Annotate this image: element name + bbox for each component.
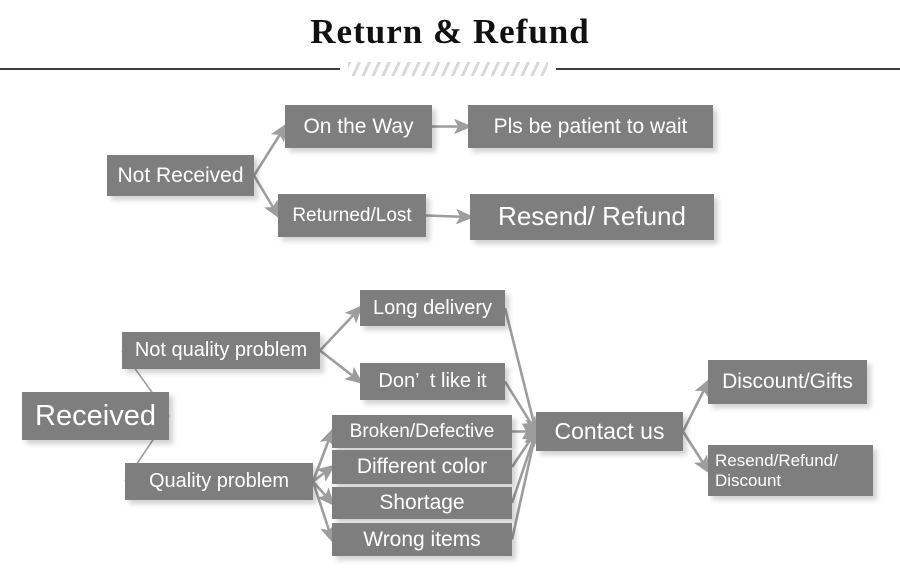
node-quality: Quality problem xyxy=(125,463,313,500)
node-diff_color: Different color xyxy=(332,450,512,484)
node-long_delivery: Long delivery xyxy=(360,290,505,326)
page-title: Return & Refund xyxy=(310,12,590,51)
node-not_quality: Not quality problem xyxy=(122,332,320,369)
node-resend_discount: Resend/Refund/ Discount xyxy=(708,445,873,496)
edge-shortage-to-contact_us xyxy=(510,427,539,504)
node-returned_lost: Returned/Lost xyxy=(278,194,426,237)
node-contact_us: Contact us xyxy=(536,412,683,451)
edge-quality-to-wrong_items xyxy=(311,481,336,544)
node-on_the_way: On the Way xyxy=(285,105,432,148)
node-received: Received xyxy=(22,392,169,440)
edge-long_delivery-to-contact_us xyxy=(503,307,541,436)
edge-quality-to-broken xyxy=(311,427,335,482)
edge-contact_us-to-resend_discount xyxy=(681,430,711,475)
edge-not_quality-to-dont_like xyxy=(319,349,364,385)
edge-returned_lost-to-resend_refund xyxy=(425,208,475,225)
edge-wrong_items-to-contact_us xyxy=(510,427,541,540)
node-pls_wait: Pls be patient to wait xyxy=(468,105,713,148)
node-not_received: Not Received xyxy=(107,155,254,196)
edge-not_received-to-returned_lost xyxy=(252,174,281,220)
node-dont_like: Don’ t like it xyxy=(360,363,505,400)
node-broken: Broken/Defective xyxy=(332,415,512,448)
edge-not_received-to-on_the_way xyxy=(252,122,288,177)
node-wrong_items: Wrong items xyxy=(332,523,512,556)
node-resend_refund: Resend/ Refund xyxy=(470,194,714,240)
node-discount_gifts: Discount/Gifts xyxy=(708,360,867,404)
edge-diff_color-to-contact_us xyxy=(510,428,539,468)
divider-rule-left xyxy=(0,68,340,70)
node-shortage: Shortage xyxy=(332,487,512,519)
header-divider xyxy=(0,62,900,76)
edge-quality-to-shortage xyxy=(312,480,335,507)
diagonal-hatch-divider-icon xyxy=(348,62,548,76)
edge-quality-to-diff_color xyxy=(312,464,336,483)
divider-rule-right xyxy=(556,68,900,70)
edge-not_quality-to-long_delivery xyxy=(319,304,363,352)
edge-contact_us-to-discount_gifts xyxy=(681,378,710,433)
